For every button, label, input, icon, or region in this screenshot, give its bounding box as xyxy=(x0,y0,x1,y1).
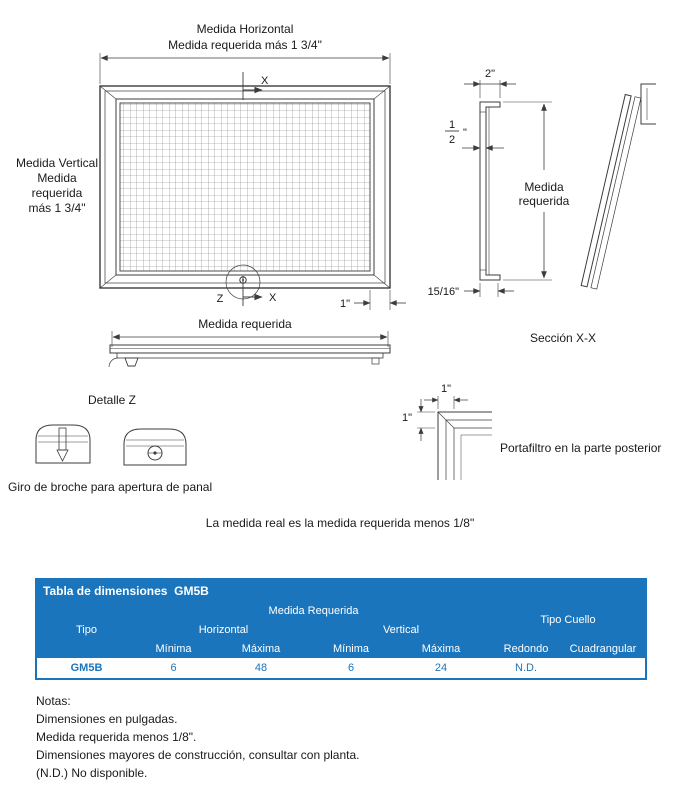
notes-section: Notas: Dimensiones en pulgadas. Medida r… xyxy=(36,692,680,782)
cell-v-minima: 6 xyxy=(311,658,391,679)
front-horizontal-dim-title: Medida Horizontal xyxy=(197,22,294,36)
open-panel-view xyxy=(580,83,656,290)
front-frame-width-dimension xyxy=(354,290,406,310)
latch-pin-closed xyxy=(58,427,67,451)
col-header-h-maxima: Máxima xyxy=(211,639,311,658)
filter-left-dim-label: 1" xyxy=(402,412,412,424)
front-vertical-dim-line-3: requerida xyxy=(32,186,83,200)
section-bottom-dimension xyxy=(464,283,514,297)
page: Medida Horizontal Medida requerida más 1… xyxy=(8,22,680,782)
note-line: Medida requerida menos 1/8". xyxy=(36,730,197,744)
frame-width-dim-label: 1" xyxy=(340,298,350,310)
table-title: Tabla de dimensiones GM5B xyxy=(36,579,647,601)
section-height-dimension xyxy=(503,101,552,281)
section-depth-dim-label: 2" xyxy=(485,68,495,80)
col-group-tipo-cuello: Tipo Cuello xyxy=(491,601,647,639)
section-height-dim-line1: Medida xyxy=(524,180,564,194)
section-axis-top-label: X xyxy=(261,75,269,87)
profile-width-dim-label: Medida requerida xyxy=(198,317,292,331)
cell-redondo: N.D. xyxy=(491,658,561,679)
note-line: (N.D.) No disponible. xyxy=(36,766,148,780)
front-vertical-dim-line-1: Medida Vertical xyxy=(16,156,98,170)
detail-z-caption: Giro de broche para apertura de panal xyxy=(8,480,212,494)
cell-v-maxima: 24 xyxy=(391,658,491,679)
section-height-dim-line2: requerida xyxy=(519,194,570,208)
filter-detail-caption: Portafiltro en la parte posterior xyxy=(500,441,661,455)
front-horizontal-dim-sub: Medida requerida más 1 3/4" xyxy=(168,38,322,52)
front-view-grille xyxy=(99,85,391,289)
section-depth-dimension xyxy=(464,80,516,98)
cell-h-maxima: 48 xyxy=(211,658,311,679)
profile-view xyxy=(108,331,391,368)
filter-holder-detail xyxy=(417,396,492,480)
flange-fraction-denominator: 2 xyxy=(449,134,455,146)
detail-z-title: Detalle Z xyxy=(88,393,136,407)
filter-top-dim-label: 1" xyxy=(441,383,451,395)
grille-mesh xyxy=(119,102,371,272)
front-top-dimension xyxy=(99,53,391,84)
detail-z-drawings xyxy=(35,424,187,466)
table-row: GM5B 6 48 6 24 N.D. xyxy=(36,658,647,679)
section-bottom-dim-label: 15/16" xyxy=(428,286,460,298)
technical-drawing: Medida Horizontal Medida requerida más 1… xyxy=(8,22,661,494)
flange-fraction-numerator: 1 xyxy=(449,119,455,131)
flange-fraction-unit: " xyxy=(463,127,467,139)
cell-h-minima: 6 xyxy=(136,658,211,679)
cell-tipo: GM5B xyxy=(36,658,136,679)
section-cut-marks xyxy=(225,72,263,306)
col-group-horizontal: Horizontal xyxy=(136,620,311,639)
col-header-h-minima: Mínima xyxy=(136,639,211,658)
col-header-tipo: Tipo xyxy=(36,601,136,658)
detail-marker-z-label: Z xyxy=(217,293,224,305)
note-line: Dimensiones mayores de construcción, con… xyxy=(36,748,360,762)
cell-cuadrangular xyxy=(561,658,647,679)
col-group-medida-requerida: Medida Requerida xyxy=(136,601,491,620)
col-header-v-maxima: Máxima xyxy=(391,639,491,658)
notes-title: Notas: xyxy=(36,694,71,708)
front-vertical-dim-line-2: Medida xyxy=(37,171,77,185)
dimensions-table: Tabla de dimensiones GM5B Tipo Medida Re… xyxy=(35,578,648,680)
section-flange-dimension xyxy=(445,130,504,154)
real-measure-footnote: La medida real es la medida requerida me… xyxy=(205,516,475,530)
col-header-cuadrangular: Cuadrangular xyxy=(561,639,647,658)
col-header-v-minima: Mínima xyxy=(311,639,391,658)
note-line: Dimensiones en pulgadas. xyxy=(36,712,178,726)
section-caption: Sección X-X xyxy=(530,331,596,345)
front-vertical-dim-line-4: más 1 3/4" xyxy=(29,201,86,215)
col-group-vertical: Vertical xyxy=(311,620,491,639)
section-view xyxy=(479,101,501,281)
col-header-redondo: Redondo xyxy=(491,639,561,658)
detail-z-circle xyxy=(225,264,261,300)
section-axis-bottom-label: X xyxy=(269,292,277,304)
